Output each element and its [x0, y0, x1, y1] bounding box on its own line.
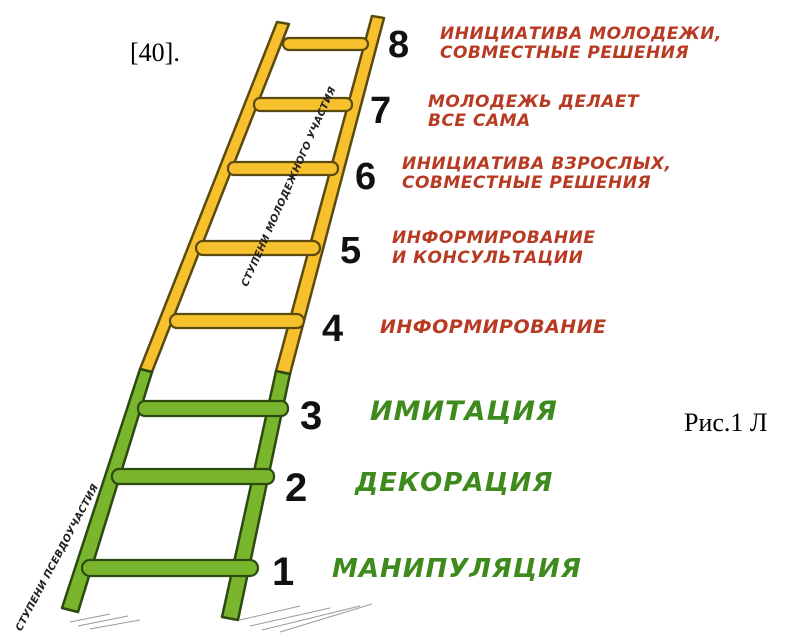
rung-5 — [194, 239, 322, 257]
ground-shadow — [69, 603, 373, 633]
step-7-label-line2: ВСЕ САМА — [428, 111, 531, 131]
step-7-label-line1: МОЛОДЕЖЬ ДЕЛАЕТ — [428, 92, 640, 112]
step-7-number: 7 — [370, 90, 392, 132]
step-4-number: 4 — [322, 308, 344, 350]
figure-caption: Рис.1 Л — [684, 408, 768, 437]
step-8-label-line2: СОВМЕСТНЫЕ РЕШЕНИЯ — [440, 43, 690, 63]
step-3-number: 3 — [300, 394, 323, 438]
rung-4 — [168, 312, 306, 330]
step-2-label: ДЕКОРАЦИЯ — [355, 468, 554, 498]
ladder-rungs — [80, 36, 370, 578]
reference-text: [40]. — [130, 38, 180, 67]
rung-3 — [136, 399, 290, 418]
step-2-number: 2 — [285, 466, 308, 510]
step-1-number: 1 — [272, 550, 295, 594]
step-6-number: 6 — [355, 156, 377, 198]
rung-2 — [110, 467, 276, 486]
step-6-label-line1: ИНИЦИАТИВА ВЗРОСЛЫХ, — [402, 154, 672, 174]
rung-6 — [226, 160, 340, 177]
step-4-label: ИНФОРМИРОВАНИЕ — [380, 316, 607, 338]
step-6-label-line2: СОВМЕСТНЫЕ РЕШЕНИЯ — [402, 173, 652, 193]
step-8-label-line1: ИНИЦИАТИВА МОЛОДЕЖИ, — [440, 24, 722, 44]
step-3-label: ИМИТАЦИЯ — [370, 396, 558, 427]
rung-7 — [252, 96, 354, 113]
step-5-number: 5 — [340, 230, 362, 272]
step-5-label-line2: И КОНСУЛЬТАЦИИ — [392, 248, 584, 268]
step-8-number: 8 — [388, 24, 410, 66]
rung-8 — [281, 36, 370, 52]
left-rail — [60, 20, 291, 614]
step-5-label-line1: ИНФОРМИРОВАНИЕ — [392, 228, 596, 248]
rung-1 — [80, 558, 260, 578]
step-1-label: МАНИПУЛЯЦИЯ — [332, 554, 582, 584]
